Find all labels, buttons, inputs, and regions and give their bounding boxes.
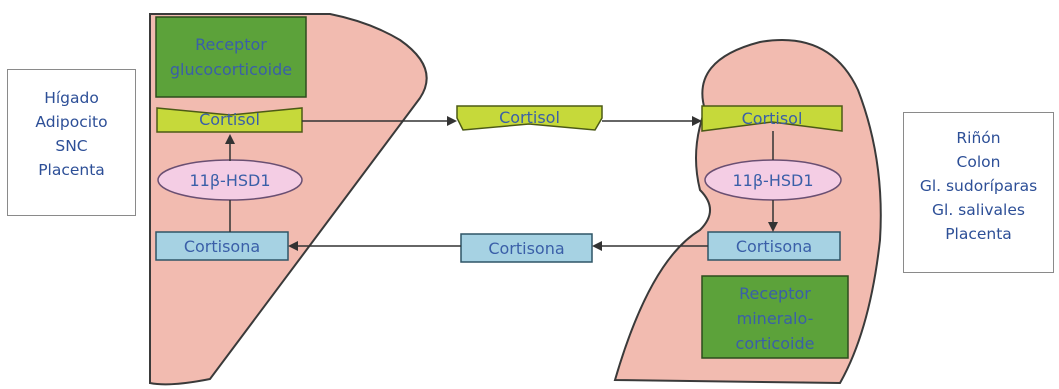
left-organ-list: Hígado Adipocito SNC Placenta xyxy=(7,69,136,216)
right-organ-item: Gl. sudoríparas xyxy=(904,174,1053,198)
right-organ-item: Placenta xyxy=(904,222,1053,246)
left-cortisone-label: Cortisona xyxy=(156,234,288,259)
right-enzyme-label: 11β-HSD1 xyxy=(705,168,841,193)
mineralocorticoid-receptor-label: Receptor mineralo- corticoide xyxy=(702,281,848,356)
right-organ-item: Riñón xyxy=(904,126,1053,150)
left-cortisol-label: Cortisol xyxy=(157,107,302,132)
left-organ-item: Placenta xyxy=(8,158,135,182)
right-organ-item: Colon xyxy=(904,150,1053,174)
left-organ-item: Hígado xyxy=(8,86,135,110)
middle-cortisol-label: Cortisol xyxy=(457,105,602,130)
left-enzyme-label: 11β-HSD1 xyxy=(158,168,302,193)
middle-cortisone-label: Cortisona xyxy=(461,236,592,261)
right-cortisol-label: Cortisol xyxy=(702,106,842,131)
left-organ-item: SNC xyxy=(8,134,135,158)
glucocorticoid-receptor-label: Receptor glucocorticoide xyxy=(156,32,306,82)
right-organ-item: Gl. salivales xyxy=(904,198,1053,222)
right-organ-list: Riñón Colon Gl. sudoríparas Gl. salivale… xyxy=(903,112,1054,273)
left-organ-item: Adipocito xyxy=(8,110,135,134)
right-cortisone-label: Cortisona xyxy=(708,234,840,259)
